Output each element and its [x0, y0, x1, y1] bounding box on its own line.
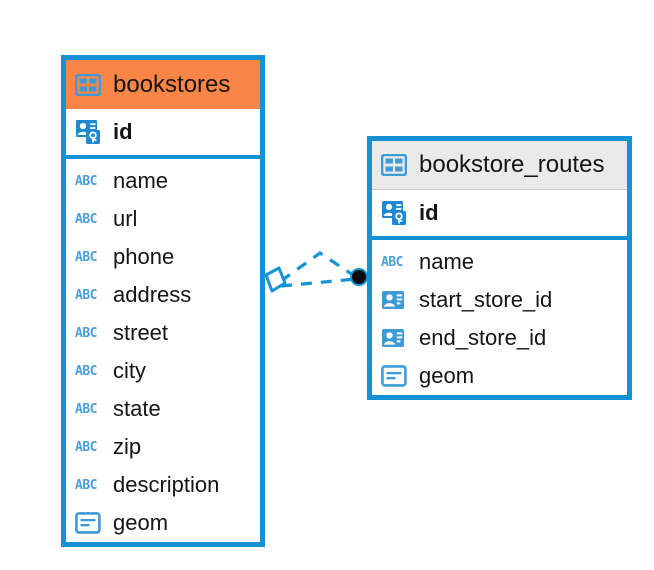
- foreign-key-icon: [381, 325, 411, 351]
- field-bookstores-description[interactable]: ABC description: [66, 466, 260, 504]
- text-abc-icon-glyph: ABC: [75, 173, 97, 189]
- entity-bookstore-routes-title: bookstore_routes: [419, 151, 605, 178]
- field-bookstores-street-label: street: [113, 320, 169, 345]
- entity-bookstore-routes-fields: ABC name start_store_id: [372, 243, 627, 395]
- field-bookstores-address[interactable]: ABC address: [66, 276, 260, 314]
- field-bookstores-description-label: description: [113, 472, 220, 497]
- text-abc-icon-glyph: ABC: [75, 401, 97, 417]
- field-bookstore-routes-start-store-id[interactable]: start_store_id: [372, 281, 627, 319]
- field-bookstore-routes-geom[interactable]: geom: [372, 357, 627, 395]
- field-bookstores-street[interactable]: ABC street: [66, 314, 260, 352]
- geometry-icon: [75, 510, 105, 536]
- text-abc-icon-glyph: ABC: [381, 254, 403, 270]
- text-abc-icon: ABC: [75, 358, 105, 384]
- field-bookstore-routes-name[interactable]: ABC name: [372, 243, 627, 281]
- field-bookstore-routes-id-label: id: [419, 200, 439, 225]
- primary-key-icon: [75, 119, 105, 145]
- primary-key-icon: [381, 200, 411, 226]
- field-bookstores-zip[interactable]: ABC zip: [66, 428, 260, 466]
- field-bookstore-routes-end-store-id[interactable]: end_store_id: [372, 319, 627, 357]
- diamond-open-marker: [264, 266, 287, 293]
- geometry-icon: [381, 363, 411, 389]
- foreign-key-icon: [381, 287, 411, 313]
- text-abc-icon-glyph: ABC: [75, 287, 97, 303]
- entity-bookstores[interactable]: bookstores id: [61, 55, 265, 547]
- text-abc-icon-glyph: ABC: [75, 439, 97, 455]
- primary-key-divider: [66, 155, 260, 159]
- field-bookstores-address-label: address: [113, 282, 192, 307]
- field-bookstores-phone[interactable]: ABC phone: [66, 238, 260, 276]
- text-abc-icon-glyph: ABC: [75, 477, 97, 493]
- field-bookstore-routes-start-store-id-label: start_store_id: [419, 287, 553, 312]
- text-abc-icon-glyph: ABC: [75, 211, 97, 227]
- field-bookstores-name[interactable]: ABC name: [66, 162, 260, 200]
- text-abc-icon: ABC: [75, 206, 105, 232]
- text-abc-icon-glyph: ABC: [75, 325, 97, 341]
- text-abc-icon: ABC: [381, 249, 411, 275]
- field-bookstores-id[interactable]: id: [66, 109, 260, 155]
- entity-bookstores-header[interactable]: bookstores: [66, 60, 260, 109]
- relationship-branch-upper: [280, 251, 357, 283]
- field-bookstores-url[interactable]: ABC url: [66, 200, 260, 238]
- field-bookstores-url-label: url: [113, 206, 138, 231]
- table-icon: [381, 152, 411, 178]
- field-bookstores-state[interactable]: ABC state: [66, 390, 260, 428]
- field-bookstore-routes-name-label: name: [419, 249, 475, 274]
- field-bookstore-routes-geom-label: geom: [419, 363, 475, 388]
- field-bookstores-geom-label: geom: [113, 510, 169, 535]
- entity-bookstores-title: bookstores: [113, 70, 231, 98]
- field-bookstores-id-label: id: [113, 119, 133, 144]
- field-bookstores-phone-label: phone: [113, 244, 175, 269]
- entity-bookstore-routes[interactable]: bookstore_routes id: [367, 136, 632, 400]
- field-bookstores-zip-label: zip: [113, 434, 142, 459]
- text-abc-icon: ABC: [75, 168, 105, 194]
- text-abc-icon-glyph: ABC: [75, 363, 97, 379]
- entity-bookstores-fields: ABC name ABC url ABC phone ABC: [66, 162, 260, 542]
- table-icon: [75, 72, 105, 98]
- entity-bookstore-routes-header[interactable]: bookstore_routes: [372, 141, 627, 190]
- text-abc-icon: ABC: [75, 320, 105, 346]
- text-abc-icon: ABC: [75, 434, 105, 460]
- field-bookstores-geom[interactable]: geom: [66, 504, 260, 542]
- field-bookstore-routes-end-store-id-label: end_store_id: [419, 325, 547, 350]
- field-bookstores-city-label: city: [113, 358, 146, 383]
- field-bookstores-state-label: state: [113, 396, 161, 421]
- primary-key-divider: [372, 236, 627, 240]
- relationship-branch-lower: [280, 277, 357, 288]
- field-bookstore-routes-id[interactable]: id: [372, 190, 627, 236]
- filled-circle-marker: [350, 268, 368, 286]
- text-abc-icon: ABC: [75, 282, 105, 308]
- text-abc-icon: ABC: [75, 396, 105, 422]
- text-abc-icon: ABC: [75, 244, 105, 270]
- text-abc-icon-glyph: ABC: [75, 249, 97, 265]
- field-bookstores-name-label: name: [113, 168, 169, 193]
- text-abc-icon: ABC: [75, 472, 105, 498]
- field-bookstores-city[interactable]: ABC city: [66, 352, 260, 390]
